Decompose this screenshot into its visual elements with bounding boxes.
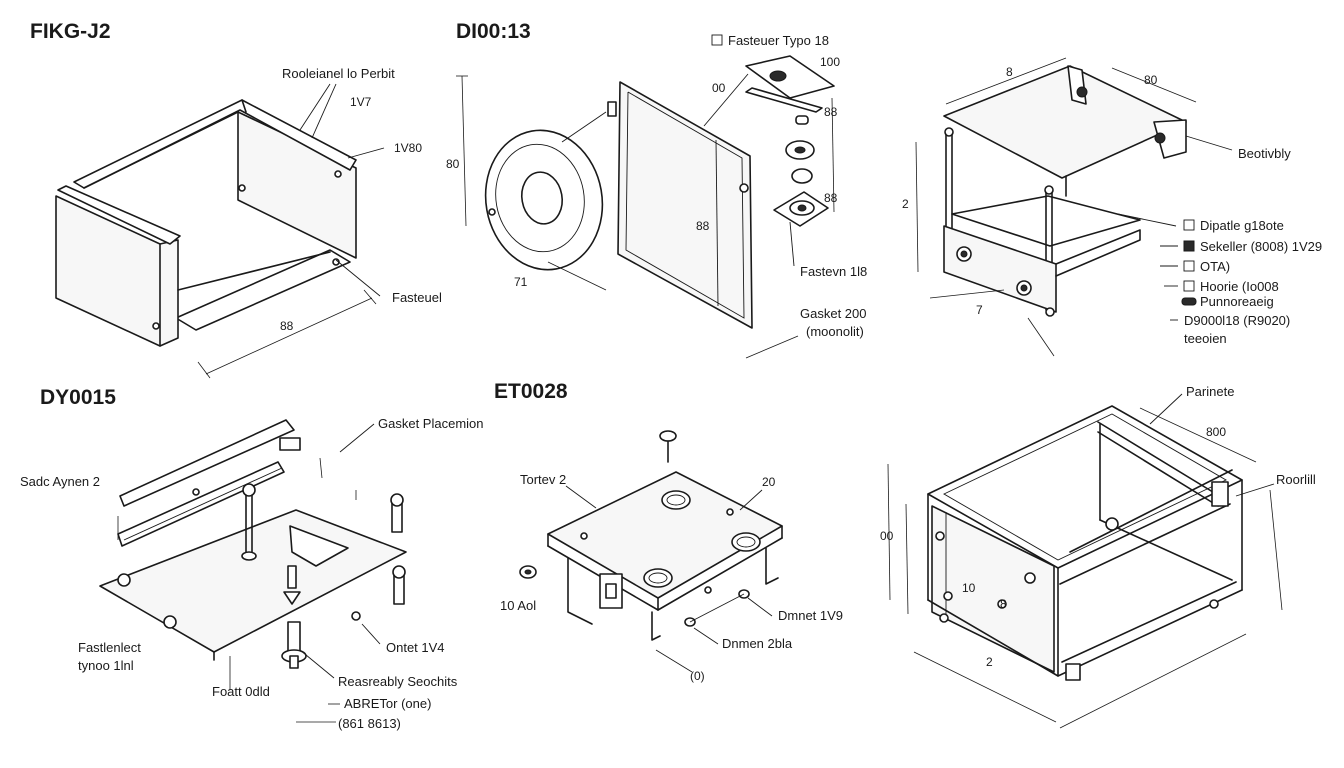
panel-2-title: DI00:13 [456, 20, 531, 43]
legend-marker-open [1183, 260, 1195, 272]
panel-2-label-gasket-1: Gasket 200 [800, 306, 867, 321]
panel-4-label-left: Sadc Aynen 2 [20, 474, 100, 489]
panel-3-frame-drawing [943, 65, 1187, 317]
panel-5-dim-top: 20 [762, 475, 776, 489]
panel-2-plate [607, 81, 753, 329]
panel-3-dim-top-2: 80 [1144, 73, 1158, 87]
panel-4-label-fastener-1: Fastlenlect [78, 640, 141, 655]
legend-item-5: Punnoreaeig [1200, 294, 1274, 309]
panel-2-dim-right-2: 88 [824, 191, 838, 205]
panel-3-legend: Dipatle g18ote Sekeller (8008) 1V29 OTA)… [1117, 213, 1322, 346]
panel-5-drawing [519, 430, 783, 641]
panel-1-dim-top: 1V7 [350, 95, 372, 109]
panel-4: DY0015 [20, 386, 484, 731]
panel-2-dim-right-1: 88 [824, 105, 838, 119]
panel-2-gasket-ring [484, 129, 604, 271]
panel-4-label-assembly: Reasreably Seochits [338, 674, 458, 689]
panel-3-dim-top-1: 8 [1006, 65, 1013, 79]
panel-2-legend-item: Fasteuer Typo 18 [728, 33, 829, 48]
panel-4-label-ontet: Ontet 1V4 [386, 640, 445, 655]
legend-item-1: Dipatle g18ote [1200, 218, 1284, 233]
legend-item-7: teeoien [1184, 331, 1227, 346]
panel-4-label-fastener-2: tynoo 1lnl [78, 658, 134, 673]
panel-6-label-top: Parinete [1186, 384, 1234, 399]
panel-6-dim-bottom: 2 [986, 655, 993, 669]
legend-marker-open [1183, 219, 1195, 231]
panel-4-title: DY0015 [40, 386, 116, 409]
legend-item-3: OTA) [1200, 259, 1230, 274]
panel-4-label-abs: ABRETor (one) [344, 696, 431, 711]
panel-1-dim-bottom: 88 [280, 319, 294, 333]
panel-4-drawing [99, 419, 407, 669]
panel-6-drawing [927, 405, 1243, 681]
panel-1: FIKG-J2 Rooleianel lo Perbit 1V7 [30, 20, 442, 379]
panel-2-label-gasket-2: (moonolit) [806, 324, 864, 339]
panel-4-label-foot: Foatt 0dld [212, 684, 270, 699]
panel-2-dim-center: 88 [696, 219, 710, 233]
panel-4-label-gasket: Gasket Placemion [378, 416, 484, 431]
panel-5-label-dmnet-2: Dnmen 2bla [722, 636, 793, 651]
panel-1-title: FIKG-J2 [30, 20, 111, 43]
panel-6-dim-top: 800 [1206, 425, 1226, 439]
panel-6-label-right: Roorlill [1276, 472, 1316, 487]
panel-2: DI00:13 Fasteuer Typo 18 [446, 20, 867, 359]
panel-5-title: ET0028 [494, 380, 568, 403]
panel-6-dim-left: 00 [880, 529, 894, 543]
panel-5-label-top: Tortev 2 [520, 472, 566, 487]
panel-4-label-code: (861 8613) [338, 716, 401, 731]
panel-1-label-bottom: Fasteuel [392, 290, 442, 305]
panel-1-dim-right: 1V80 [394, 141, 422, 155]
panel-6: Parinete 800 Roorlill 00 10 8 2 [880, 384, 1316, 729]
panel-2-legend-marker [711, 34, 723, 46]
legend-marker-filled [1183, 240, 1195, 252]
legend-item-4: Hoorie (Io008 [1200, 279, 1279, 294]
panel-2-label-fastener: Fastevn 1l8 [800, 264, 867, 279]
legend-item-2: Sekeller (8008) 1V29 [1200, 239, 1322, 254]
legend-marker-open [1183, 280, 1195, 292]
panel-5-dim-bottom: (0) [690, 669, 705, 683]
panel-5-label-dmnet-1: Dmnet 1V9 [778, 608, 843, 623]
panel-3-dim-left: 2 [902, 197, 909, 211]
panel-3-label-right: Beotivbly [1238, 146, 1291, 161]
panel-3-dim-bottom: 7 [976, 303, 983, 317]
panel-2-dim-top: 00 [712, 81, 726, 95]
panel-2-dim-left: 80 [446, 157, 460, 171]
panel-1-housing-drawing [55, 99, 357, 347]
panel-2-fastener-stack [745, 55, 835, 227]
panel-2-dim-bottom-left: 71 [514, 275, 528, 289]
panel-6-dim-inner: 10 [962, 581, 976, 595]
panel-6-dim-inner-2: 8 [1000, 597, 1007, 611]
panel-5: ET0028 [494, 380, 843, 683]
legend-marker-rounded [1181, 297, 1197, 306]
panel-5-label-left: 10 Aol [500, 598, 536, 613]
panel-1-label-top: Rooleianel lo Perbit [282, 66, 395, 81]
panel-3: 8 80 2 7 Beotivbly Dipatle g18ote Sekell… [902, 57, 1322, 357]
legend-item-6: D9000l18 (R9020) [1184, 313, 1290, 328]
panel-2-dim-top-right: 100 [820, 55, 840, 69]
